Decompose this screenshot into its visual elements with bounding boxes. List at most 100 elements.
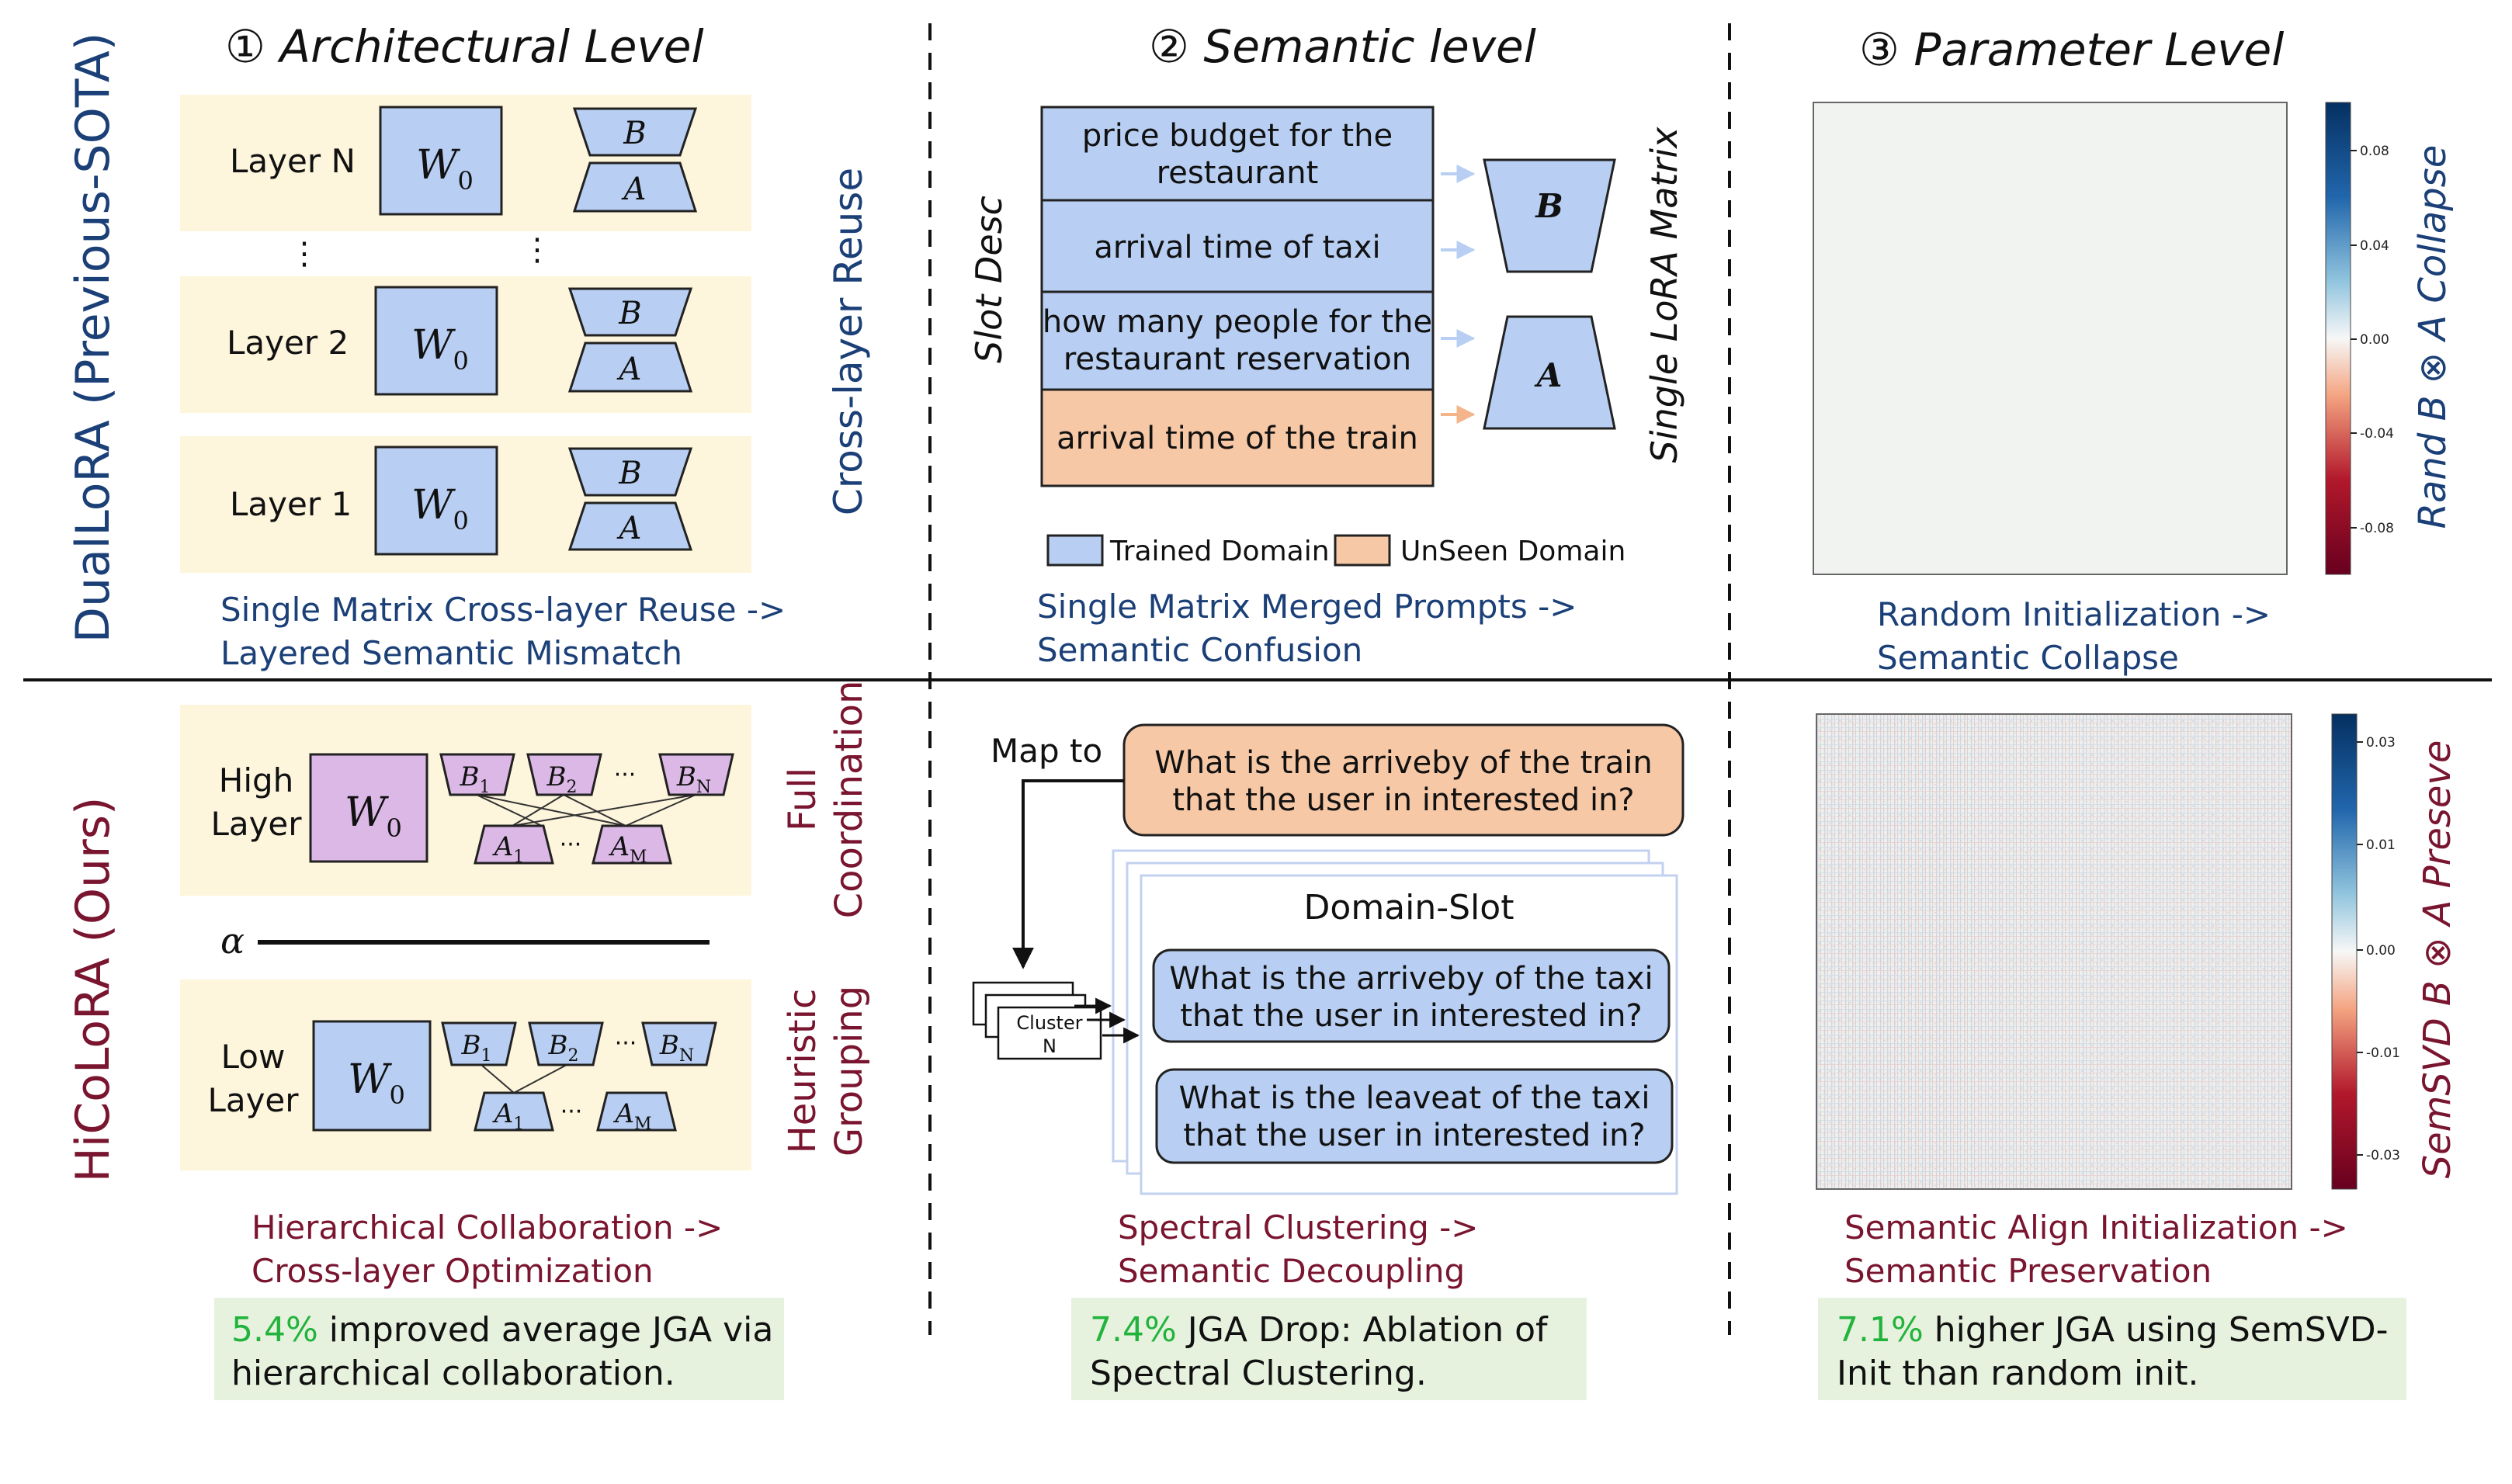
a-matrix-trapezoid	[592, 824, 672, 865]
caption-line-2: Cross-layer Optimization	[252, 1252, 654, 1290]
cluster-n-card	[997, 1006, 1102, 1060]
a-matrix-trapezoid	[572, 161, 698, 213]
caption-line-1: Single Matrix Cross-layer Reuse ->	[220, 591, 786, 629]
layer-1-label: Layer 1	[230, 485, 352, 523]
side-label-cross-layer-reuse: Cross-layer Reuse	[826, 168, 871, 515]
low-layer-block	[180, 980, 751, 1170]
bottom-architectural-panel: High Layer W0 B1 B2 ··· BN A1 ··· AM α L…	[180, 681, 871, 1400]
caption-line-1: Random Initialization ->	[1877, 595, 2271, 633]
caption-line-2: Semantic Decoupling	[1118, 1252, 1465, 1290]
b-matrix-trapezoid	[572, 107, 698, 157]
a-matrix-trapezoid	[474, 1091, 554, 1132]
slot-text: arrival time of taxi	[1094, 230, 1380, 265]
w0-label: W0	[348, 1056, 405, 1110]
header-architectural-level: ① Architectural Level	[225, 20, 704, 73]
heatmap-random-init	[1813, 102, 2288, 575]
colorbar-tick: -0.04	[2360, 426, 2394, 442]
w0-matrix	[309, 753, 428, 863]
caption-line-2: Layered Semantic Mismatch	[220, 634, 682, 672]
high-layer-label-2: Layer	[210, 805, 302, 843]
b-label: B	[618, 296, 641, 331]
top-semantic-panel: Slot Desc price budget for the restauran…	[968, 106, 1685, 669]
a1-label: A1	[492, 1098, 525, 1134]
colorbar-tick: 0.00	[2360, 332, 2389, 348]
legend-trained-swatch	[1046, 534, 1104, 567]
low-layer-label-2: Layer	[207, 1081, 299, 1119]
ellipsis: ···	[560, 831, 582, 858]
slot-box-price-budget	[1040, 106, 1435, 202]
a-matrix-trapezoid	[596, 1091, 677, 1132]
slot-text: arrival time of the train	[1056, 421, 1418, 456]
top-architectural-panel: Layer N W0 B A ⋮ ⋮ Layer 2 W0 B A Layer …	[180, 95, 871, 672]
heuristic-grouping-links	[481, 1064, 567, 1094]
ellipsis: ···	[560, 1098, 583, 1125]
w0-label: W0	[411, 482, 469, 536]
bottom-parameter-panel: 0.03 0.01 0.00 -0.01 -0.03 SemSVD B ⊗ A …	[1816, 713, 2459, 1400]
low-layer-label-1: Low	[221, 1038, 286, 1076]
colorbar-tick: -0.08	[2360, 521, 2394, 536]
vertical-ellipsis: ⋮	[522, 232, 553, 268]
a-label: A	[621, 172, 647, 207]
b-matrix-trapezoid	[658, 753, 734, 796]
full-coordination-links	[476, 794, 696, 827]
slot-question-text: that the user in interested in?	[1180, 998, 1642, 1034]
a-label: A	[616, 511, 642, 546]
result-box	[214, 1298, 784, 1400]
caption-line-2: Semantic Collapse	[1877, 639, 2179, 677]
result-box	[1071, 1298, 1587, 1400]
b-matrix-trapezoid	[641, 1021, 717, 1066]
map-arrow	[1012, 779, 1124, 969]
legend-unseen-label: UnSeen Domain	[1400, 536, 1626, 567]
row-label-hicolora: HiCoLoRA (Ours)	[66, 797, 120, 1183]
cluster-label: N	[1043, 1035, 1056, 1057]
w0-matrix	[374, 446, 498, 556]
colorbar-tick: 0.04	[2360, 238, 2389, 254]
ellipsis: ···	[615, 1030, 637, 1057]
single-lora-a	[1483, 315, 1616, 430]
bn-label: BN	[659, 1030, 694, 1066]
b-matrix-trapezoid	[567, 447, 693, 497]
heatmap-semsvd-noise	[1816, 713, 2292, 1190]
single-lora-b	[1483, 158, 1616, 273]
caption-line-1: Semantic Align Initialization ->	[1844, 1208, 2348, 1246]
w0-matrix	[379, 106, 503, 216]
am-label: AM	[612, 1098, 651, 1134]
b-matrix-trapezoid	[439, 753, 515, 796]
slot-text: price budget for the	[1082, 118, 1393, 154]
slot-question-box	[1155, 1068, 1674, 1164]
w0-matrix	[312, 1020, 432, 1132]
side-label-coordination: Coordination	[828, 681, 871, 919]
colorbar-ticks: 0.08 0.04 0.00 -0.04 -0.08	[2351, 144, 2394, 536]
am-label: AM	[608, 831, 647, 867]
result-box	[1818, 1298, 2406, 1400]
query-text: What is the arriveby of the train	[1154, 745, 1652, 781]
caption-line-1: Spectral Clustering ->	[1118, 1208, 1478, 1246]
colorbar-tick: 0.00	[2366, 943, 2396, 959]
colorbar-tick: 0.03	[2366, 735, 2396, 751]
top-parameter-panel: 0.08 0.04 0.00 -0.04 -0.08 Rand B ⊗ A Co…	[1813, 102, 2455, 677]
slot-text: restaurant	[1157, 155, 1319, 191]
slot-box-arrival-taxi	[1040, 199, 1435, 293]
slot-text: how many people for the	[1043, 304, 1432, 340]
layer-2-label: Layer 2	[227, 324, 349, 362]
b-matrix-trapezoid	[526, 753, 602, 796]
b-label: B	[618, 456, 641, 491]
side-label-grouping: Grouping	[828, 986, 871, 1156]
b-label: B	[623, 116, 646, 151]
side-label-heuristic: Heuristic	[781, 989, 824, 1154]
slot-box-people-reservation	[1040, 290, 1435, 391]
caption-line-2: Semantic Preservation	[1844, 1252, 2212, 1290]
b2-label: B2	[546, 761, 578, 797]
a-label: A	[616, 352, 642, 387]
slot-desc-label: Slot Desc	[968, 196, 1010, 363]
colorbar	[2331, 713, 2358, 1190]
colorbar-ticks: 0.03 0.01 0.00 -0.01 -0.03	[2357, 735, 2400, 1163]
side-label-rand-collapse: Rand B ⊗ A Collapse	[2411, 145, 2455, 529]
vertical-ellipsis: ⋮	[289, 236, 320, 272]
a-matrix-trapezoid	[567, 501, 693, 551]
result-line-2: hierarchical collaboration.	[231, 1354, 675, 1393]
legend-trained-label: Trained Domain	[1109, 536, 1330, 567]
result-line-1: 7.4% JGA Drop: Ablation of	[1090, 1310, 1549, 1350]
legend-unseen-swatch	[1334, 534, 1391, 567]
